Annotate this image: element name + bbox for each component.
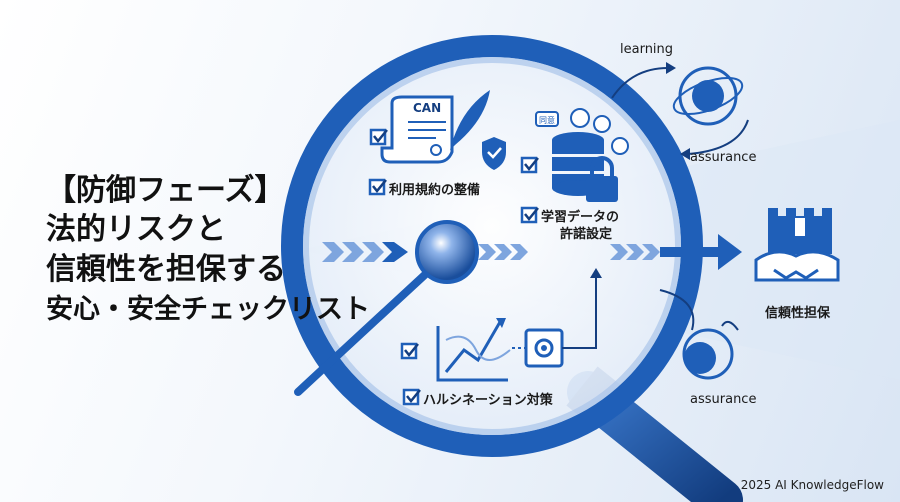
castle-handshake-icon	[754, 208, 840, 282]
checklist-item-data-permission-2: 許諾設定	[560, 227, 613, 242]
checklist-item-data-permission-1: 学習データの	[541, 210, 620, 225]
title-line-1: 【防御フェーズ】	[46, 173, 285, 208]
checklist-item-hallucination: ハルシネーション対策	[423, 393, 553, 408]
page-title: 【防御フェーズ】 法的リスクと 信頼性を担保する 安心・安全チェックリスト	[46, 172, 370, 330]
processor-gear-icon	[524, 328, 564, 368]
consent-bubble-text: 同意	[539, 115, 555, 125]
title-line-3: 信頼性を担保する	[46, 252, 286, 287]
checkbox-icon	[520, 206, 538, 224]
check-bubble-icon	[593, 115, 611, 133]
flow-chevrons-left	[322, 242, 408, 262]
shield-check-icon	[482, 137, 506, 170]
pointer-stick	[294, 266, 434, 396]
quill-icon	[450, 90, 490, 150]
focus-orb	[415, 220, 479, 284]
checkbox-icon	[520, 156, 538, 174]
lock-bubble-icon	[611, 137, 629, 155]
title-line-2: 法的リスクと	[46, 212, 226, 247]
assurance-cycle-icon	[682, 328, 734, 380]
cycle-label-assurance-bottom: assurance	[690, 392, 757, 407]
checkbox-icon	[400, 342, 418, 360]
flow-chevrons-right	[478, 234, 742, 270]
title-line-4: 安心・安全チェックリスト	[46, 294, 370, 325]
contract-document-icon	[380, 95, 454, 164]
document-label: CAN	[413, 101, 442, 115]
checkbox-icon	[402, 388, 420, 406]
checkbox-icon	[368, 178, 386, 196]
trend-chart-icon	[436, 318, 511, 382]
cycle-label-learning: learning	[620, 42, 674, 57]
checkbox-icon	[369, 128, 387, 146]
consent-bubble-icon	[535, 111, 559, 127]
footer-credit: 2025 AI KnowledgeFlow	[740, 478, 884, 492]
checklist-item-terms: 利用規約の整備	[389, 183, 481, 198]
check-bubble-icon	[570, 108, 590, 128]
cycle-label-assurance-top: assurance	[690, 150, 757, 165]
result-label: 信頼性担保	[765, 306, 831, 321]
learning-cycle-icon	[672, 66, 744, 126]
lock-icon	[586, 156, 618, 202]
magnifier-rim	[281, 35, 703, 457]
check-marks	[372, 129, 539, 403]
